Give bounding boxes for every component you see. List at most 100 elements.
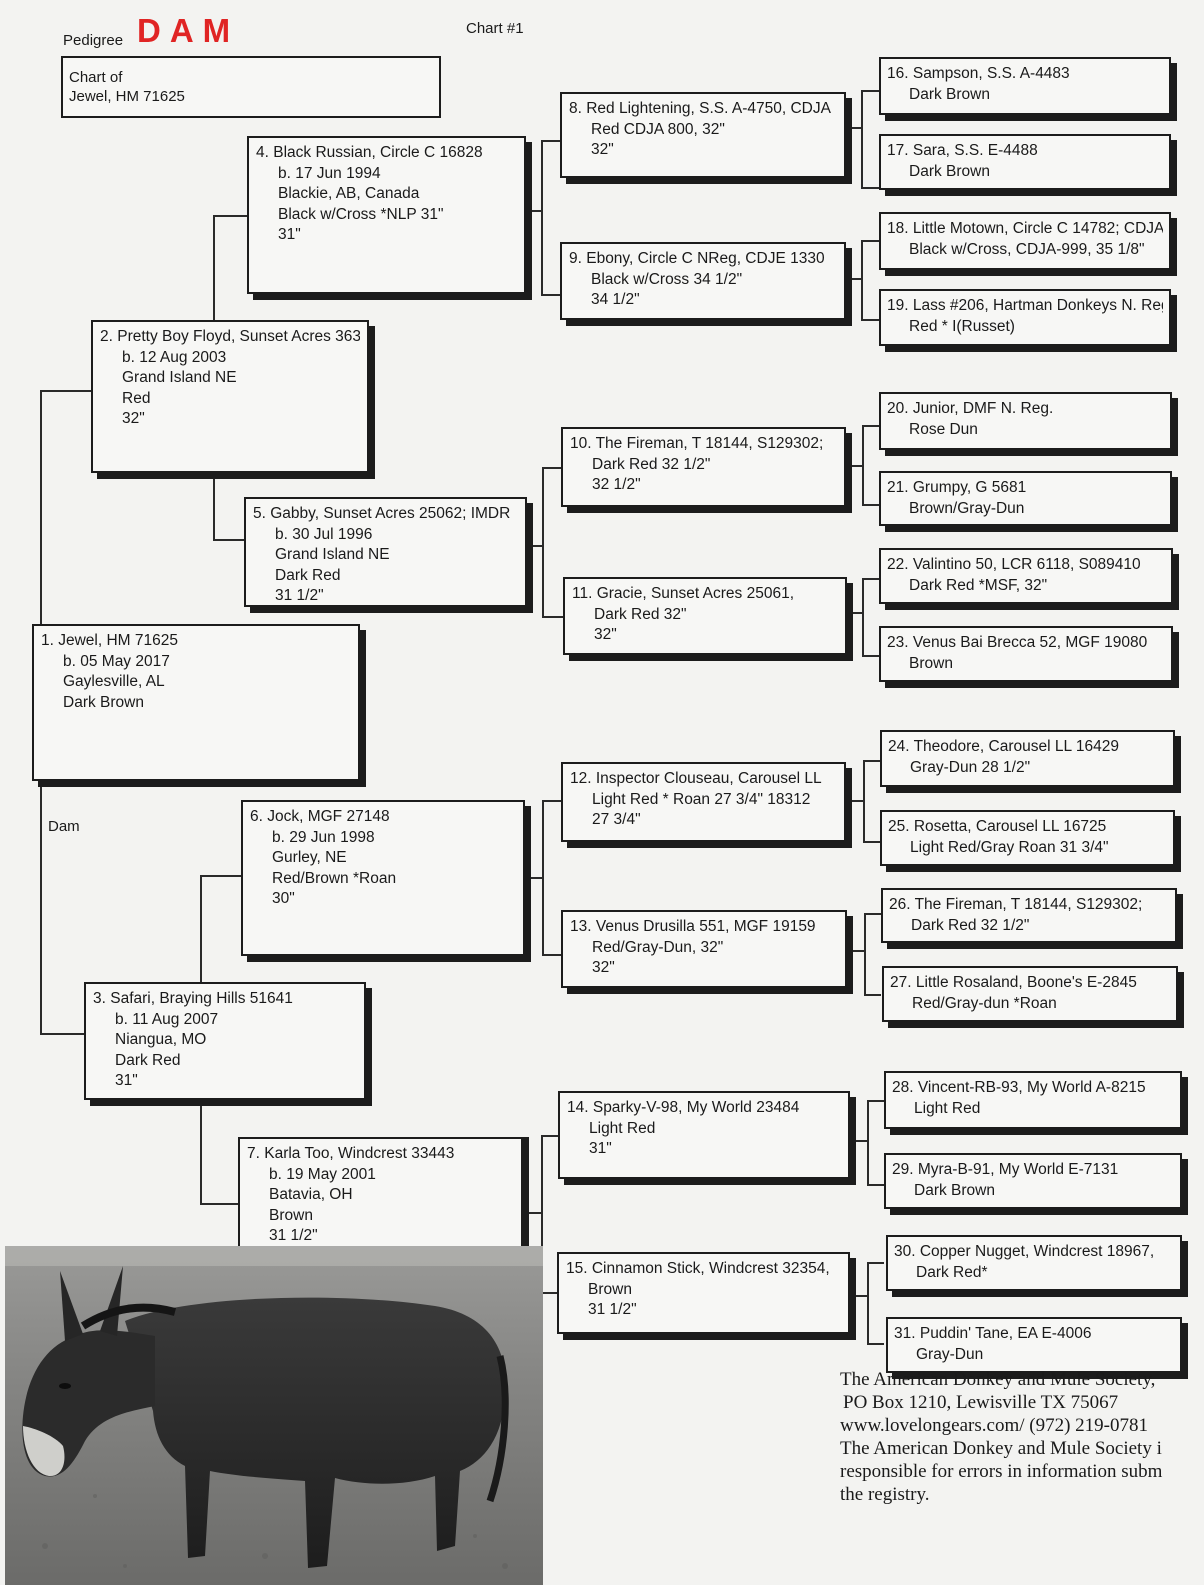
animal-birth: b. 19 May 2001	[269, 1165, 376, 1183]
animal-color: Red * I(Russet)	[909, 318, 1015, 335]
pedigree-box-21-grumpy: 21. Grumpy, G 5681 Brown/Gray-Dun	[879, 471, 1172, 526]
animal-name: 4. Black Russian, Circle C 16828	[256, 144, 483, 161]
animal-name: 28. Vincent-RB-93, My World A-8215	[892, 1079, 1146, 1096]
animal-color: Black w/Cross, CDJA-999, 35 1/8"	[909, 241, 1145, 258]
animal-color: Light Red	[914, 1100, 981, 1117]
pedigree-box-20-junior: 20. Junior, DMF N. Reg. Rose Dun	[879, 392, 1172, 450]
dam-title: DAM	[137, 12, 240, 49]
animal-name: 25. Rosetta, Carousel LL 16725	[888, 818, 1107, 835]
animal-color: Brown	[909, 655, 953, 672]
animal-height: 32 1/2"	[592, 476, 641, 493]
donkey-photo	[5, 1246, 543, 1585]
animal-height: 34 1/2"	[591, 291, 640, 308]
animal-color: Red CDJA 800, 32"	[591, 120, 725, 138]
animal-place: Batavia, OH	[269, 1186, 353, 1203]
animal-name: 2. Pretty Boy Floyd, Sunset Acres 36363	[100, 328, 360, 345]
animal-color: Dark Red	[275, 566, 341, 584]
pedigree-box-14-sparky: 14. Sparky-V-98, My World 23484 Light Re…	[558, 1091, 850, 1179]
animal-name: 22. Valintino 50, LCR 6118, S089410	[887, 556, 1141, 573]
footer-line: the registry.	[840, 1484, 930, 1505]
pedigree-box-13-venus-drusilla: 13. Venus Drusilla 551, MGF 19159 Red/Gr…	[561, 910, 847, 988]
footer-line: The American Donkey and Mule Society,	[840, 1369, 1156, 1390]
footer-line: www.lovelongears.com/ (972) 219-0781	[840, 1415, 1148, 1436]
animal-name: 10. The Fireman, T 18144, S129302;	[570, 435, 824, 452]
animal-name: 20. Junior, DMF N. Reg.	[887, 400, 1054, 417]
animal-name: 7. Karla Too, Windcrest 33443	[247, 1145, 455, 1162]
animal-place: Gurley, NE	[272, 849, 347, 866]
animal-color: Black w/Cross 34 1/2"	[591, 270, 743, 288]
animal-name: 17. Sara, S.S. E-4488	[887, 142, 1038, 159]
animal-color: Dark Red 32"	[594, 605, 687, 623]
animal-name: 29. Myra-B-91, My World E-7131	[892, 1161, 1119, 1178]
pedigree-box-25-rosetta: 25. Rosetta, Carousel LL 16725 Light Red…	[880, 810, 1175, 866]
animal-color: Dark Brown	[909, 163, 990, 180]
pedigree-box-15-cinnamon-stick: 15. Cinnamon Stick, Windcrest 32354, Bro…	[557, 1252, 850, 1334]
animal-color: Red/Gray-dun *Roan	[912, 995, 1057, 1012]
animal-name: 1. Jewel, HM 71625	[41, 632, 178, 649]
animal-name: 21. Grumpy, G 5681	[887, 479, 1027, 496]
animal-name: 15. Cinnamon Stick, Windcrest 32354,	[566, 1260, 830, 1277]
pedigree-box-29-myra: 29. Myra-B-91, My World E-7131 Dark Brow…	[884, 1153, 1182, 1209]
animal-name: 19. Lass #206, Hartman Donkeys N. Reg.	[887, 297, 1163, 314]
animal-place: Grand Island NE	[275, 546, 390, 563]
animal-color: Dark Brown	[914, 1182, 995, 1199]
animal-color: Gray-Dun 28 1/2"	[910, 759, 1031, 776]
pedigree-box-3-safari: 3. Safari, Braying Hills 51641 b. 11 Aug…	[84, 982, 366, 1100]
animal-color: Brown	[588, 1280, 632, 1298]
animal-birth: b. 12 Aug 2003	[122, 348, 227, 366]
pedigree-box-18-little-motown: 18. Little Motown, Circle C 14782; CDJA …	[879, 212, 1171, 270]
animal-name: 9. Ebony, Circle C NReg, CDJE 1330	[569, 250, 825, 267]
animal-place: Blackie, AB, Canada	[278, 185, 420, 202]
pedigree-box-17-sara: 17. Sara, S.S. E-4488 Dark Brown	[879, 134, 1171, 190]
pedigree-box-23-venus-bai-brecca: 23. Venus Bai Brecca 52, MGF 19080 Brown	[879, 626, 1173, 682]
society-footer: The American Donkey and Mule Society, PO…	[840, 1368, 1162, 1506]
pedigree-box-16-sampson: 16. Sampson, S.S. A-4483 Dark Brown	[879, 57, 1171, 115]
chart-of-box: Chart of Jewel, HM 71625	[61, 56, 441, 118]
animal-color: Red/Brown *Roan	[272, 869, 397, 887]
animal-color: Brown	[269, 1206, 313, 1224]
animal-name: 31. Puddin' Tane, EA E-4006	[894, 1325, 1092, 1342]
animal-color: Black w/Cross *NLP 31"	[278, 205, 444, 223]
animal-color: Light Red/Gray Roan 31 3/4"	[910, 839, 1109, 856]
animal-height: 30"	[272, 890, 295, 907]
animal-height: 31"	[278, 226, 301, 243]
animal-height: 32"	[594, 626, 617, 643]
animal-color: Dark Red *MSF, 32"	[909, 577, 1048, 594]
pedigree-box-6-jock: 6. Jock, MGF 27148 b. 29 Jun 1998 Gurley…	[241, 800, 525, 956]
pedigree-box-22-valintino: 22. Valintino 50, LCR 6118, S089410 Dark…	[879, 548, 1173, 604]
animal-name: 8. Red Lightening, S.S. A-4750, CDJA	[569, 100, 831, 117]
footer-line: The American Donkey and Mule Society i	[840, 1438, 1162, 1459]
animal-height: 31 1/2"	[275, 587, 324, 604]
animal-color: Dark Brown	[63, 693, 144, 711]
pedigree-box-11-gracie: 11. Gracie, Sunset Acres 25061, Dark Red…	[563, 577, 847, 655]
chart-number: Chart #1	[466, 20, 524, 37]
pedigree-box-8-red-lightening: 8. Red Lightening, S.S. A-4750, CDJA Red…	[560, 92, 846, 178]
animal-name: 16. Sampson, S.S. A-4483	[887, 65, 1070, 82]
pedigree-box-12-inspector-clouseau: 12. Inspector Clouseau, Carousel LL Ligh…	[561, 762, 846, 842]
chart-of-subject: Jewel, HM 71625	[69, 88, 185, 105]
animal-color: Light Red * Roan 27 3/4" 18312	[592, 790, 811, 808]
pedigree-box-31-puddin-tane: 31. Puddin' Tane, EA E-4006 Gray-Dun	[886, 1317, 1182, 1373]
animal-name: 27. Little Rosaland, Boone's E-2845	[890, 974, 1137, 991]
footer-line: responsible for errors in information su…	[840, 1461, 1163, 1482]
animal-color: Dark Red 32 1/2"	[911, 917, 1030, 934]
animal-birth: b. 30 Jul 1996	[275, 525, 373, 543]
animal-height: 27 3/4"	[592, 811, 641, 828]
animal-place: Niangua, MO	[115, 1031, 207, 1048]
animal-height: 31"	[589, 1140, 612, 1157]
animal-birth: b. 29 Jun 1998	[272, 828, 375, 846]
animal-name: 5. Gabby, Sunset Acres 25062; IMDR	[253, 505, 511, 522]
pedigree-box-26-the-fireman: 26. The Fireman, T 18144, S129302; Dark …	[881, 888, 1177, 943]
animal-color: Brown/Gray-Dun	[909, 500, 1025, 517]
animal-height: 32"	[122, 410, 145, 427]
dam-side-label: Dam	[48, 818, 80, 835]
animal-name: 13. Venus Drusilla 551, MGF 19159	[570, 918, 816, 935]
animal-name: 30. Copper Nugget, Windcrest 18967,	[894, 1243, 1155, 1260]
pedigree-box-19-lass-206: 19. Lass #206, Hartman Donkeys N. Reg. R…	[879, 289, 1171, 346]
animal-name: 18. Little Motown, Circle C 14782; CDJA	[887, 220, 1163, 237]
animal-birth: b. 17 Jun 1994	[278, 164, 381, 182]
animal-color: Dark Red	[115, 1051, 181, 1069]
pedigree-box-9-ebony: 9. Ebony, Circle C NReg, CDJE 1330 Black…	[560, 242, 846, 320]
animal-name: 23. Venus Bai Brecca 52, MGF 19080	[887, 634, 1148, 651]
animal-height: 32"	[591, 141, 614, 158]
